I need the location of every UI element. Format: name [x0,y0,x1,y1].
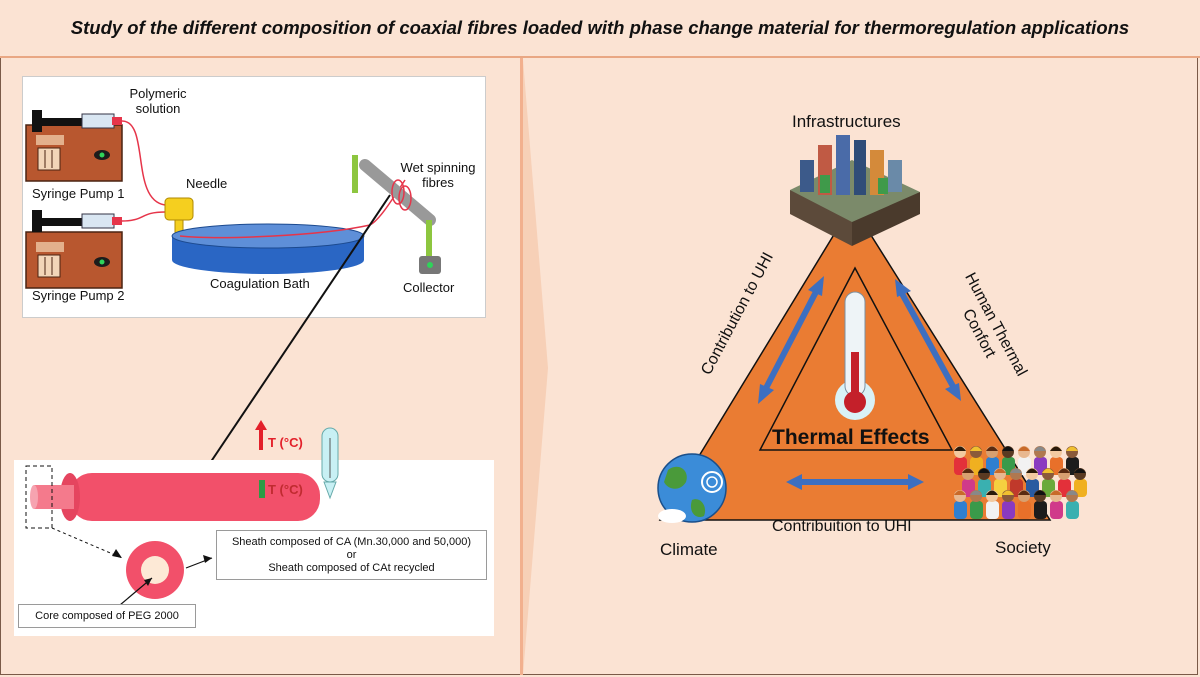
crowd-person-body [1066,501,1079,519]
crowd-person-hair [1066,446,1078,451]
crowd-person-hair [1026,468,1038,473]
bottom-edge-label: Contribuition to UHI [772,518,912,535]
crowd-person-body [1034,501,1047,519]
title-bar: Study of the different composition of co… [0,0,1200,58]
crowd-person-hair [970,446,982,451]
crowd-person-hair [1034,490,1046,495]
sheath-box: Sheath composed of CA (Mn.30,000 and 50,… [216,530,487,580]
temperature-down-label: T (°C) [268,482,303,497]
crowd-person-hair [954,490,966,495]
crowd-person-hair [978,468,990,473]
temperature-up-label: T (°C) [268,435,303,450]
thermometer-small-icon [321,427,339,500]
temp-up-arrow [259,428,263,450]
crowd-person-hair [1058,468,1070,473]
thermal-effects-label: Thermal Effects [772,426,930,449]
crowd-person-hair [1010,468,1022,473]
thermometer-icon [835,291,875,420]
crowd-person-body [954,501,967,519]
crowd-person-body [1002,501,1015,519]
temp-down-bar [259,480,265,498]
crowd-person-hair [1042,468,1054,473]
crowd-person-hair [1074,468,1086,473]
collector-label: Collector [403,280,455,295]
crowd-person-hair [986,490,998,495]
needle-icon [164,197,194,235]
left-edge-arrow [761,286,821,394]
coagulation-bath-label: Coagulation Bath [210,276,310,291]
coagulation-bath-icon [171,179,406,274]
syringe-pump-1-label: Syringe Pump 1 [32,186,125,201]
crowd-person-body [986,501,999,519]
syringe-pump-1-icon [25,110,123,182]
syringe-pump-2-icon [25,210,123,289]
city-icon [790,135,920,246]
crowd-person-body [1050,501,1063,519]
society-label: Society [995,538,1051,557]
climate-label: Climate [660,540,718,559]
wet-spinning-roller-icon [352,155,436,260]
infrastructures-label: Infrastructures [792,112,901,131]
crowd-person-hair [1018,490,1030,495]
figure-title: Study of the different composition of co… [70,17,1130,38]
crowd-person-hair [1066,490,1078,495]
panel-divider [520,58,523,675]
crowd-person-body [1018,501,1031,519]
zoom-box [25,465,53,529]
crowd-person-body [970,501,983,519]
crowd-person-hair [1050,446,1062,451]
cross-section-icon [126,541,184,599]
crowd-person-hair [1034,446,1046,451]
crowd-person-hair [1002,490,1014,495]
crowd-person-hair [954,446,966,451]
crowd-person-hair [994,468,1006,473]
crowd-person-hair [962,468,974,473]
globe-icon [657,453,727,523]
coaxial-fibre-icon [30,473,320,521]
crowd-person-hair [986,446,998,451]
crowd-person-hair [1002,446,1014,451]
needle-label: Needle [186,176,228,191]
crowd-person-hair [1018,446,1030,451]
crowd-person-hair [970,490,982,495]
core-box: Core composed of PEG 2000 [18,604,196,628]
zoom-arrow [199,194,391,479]
crowd-icon [954,446,1087,519]
crowd-person-hair [1050,490,1062,495]
collector-icon [419,256,441,274]
crowd-person-body [1074,479,1087,497]
right-edge-arrow [897,288,958,392]
syringe-pump-2-label: Syringe Pump 2 [32,288,125,303]
